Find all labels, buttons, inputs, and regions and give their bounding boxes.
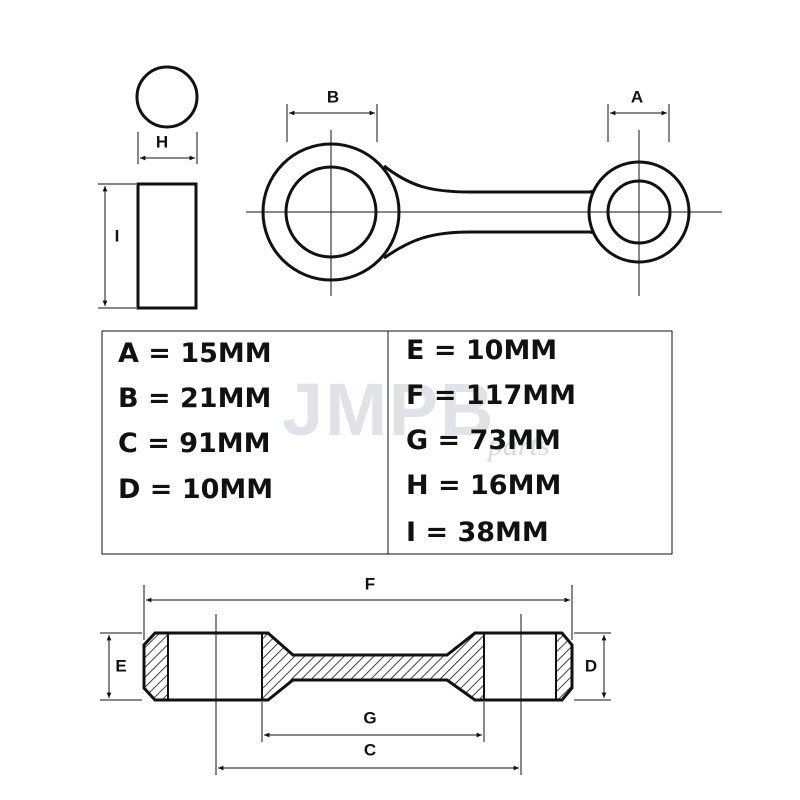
- label-c: C: [364, 740, 376, 759]
- spec-b: B = 21MM: [118, 383, 271, 414]
- bushing-rect: [136, 182, 198, 310]
- label-g: G: [363, 708, 376, 727]
- spec-c: C = 91MM: [118, 428, 271, 459]
- label-a: A: [631, 87, 643, 106]
- watermark-subtext: parts: [486, 429, 550, 462]
- spec-a: A = 15MM: [118, 338, 272, 369]
- label-e: E: [115, 656, 126, 675]
- section-hatch-beam: [262, 633, 484, 700]
- bushing-view: H I: [98, 65, 199, 310]
- spec-e: E = 10MM: [406, 335, 557, 366]
- spec-g: G = 73MM: [406, 425, 561, 456]
- label-i: I: [115, 226, 120, 245]
- spec-h: H = 16MM: [406, 470, 561, 501]
- label-d: D: [585, 656, 597, 675]
- label-f: F: [365, 574, 375, 593]
- spec-d: D = 10MM: [118, 474, 273, 505]
- section-outline: [142, 631, 574, 702]
- spec-table: A = 15MM B = 21MM C = 91MM D = 10MM E = …: [101, 330, 673, 555]
- spec-i: I = 38MM: [406, 517, 549, 548]
- spec-f: F = 117MM: [406, 380, 576, 411]
- label-b: B: [327, 87, 339, 106]
- section-hatch-right-end: [556, 633, 572, 700]
- rod-section-view: F E D G C: [100, 574, 611, 775]
- section-hatch-left-end: [144, 633, 168, 700]
- rod-top-view: B A: [246, 87, 722, 296]
- label-h: H: [156, 132, 168, 151]
- bushing-circle: [135, 65, 199, 129]
